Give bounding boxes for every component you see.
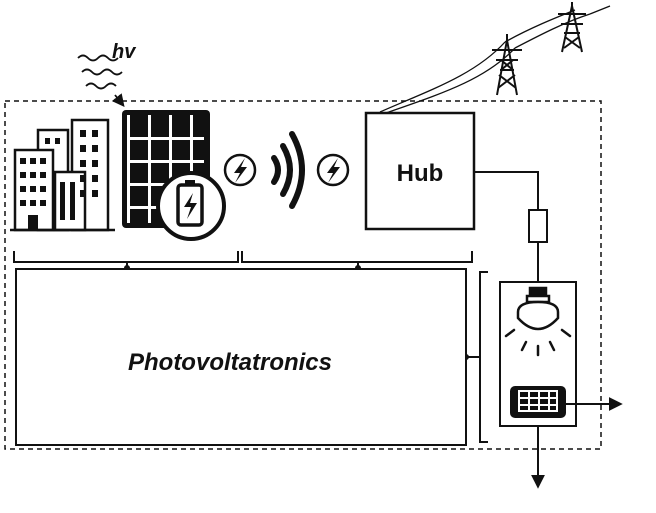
- hub-box: [364, 111, 476, 231]
- battery-charging-icon: [156, 171, 226, 241]
- power-transmission-tower-icon: [492, 34, 522, 96]
- light-rays: [504, 328, 572, 357]
- lightning-bolt-icon: [316, 153, 350, 187]
- power-transmission-tower-icon: [558, 2, 586, 53]
- component-brackets: [13, 251, 488, 443]
- photon-waves: [77, 54, 125, 107]
- city-buildings-icon: [10, 118, 115, 232]
- photovoltatronics-box: [15, 268, 467, 446]
- hub-label: Hub: [397, 160, 444, 187]
- city-windows: [20, 130, 98, 230]
- resistor-icon: [528, 209, 548, 243]
- wireless-signal-icon: [271, 131, 305, 209]
- light-bulb-icon: [516, 286, 560, 331]
- photon-label: hv: [112, 41, 137, 63]
- laptop-icon: [510, 386, 566, 418]
- lightning-bolt-icon: [223, 153, 257, 187]
- photovoltatronics-label: Photovoltatronics: [128, 349, 332, 376]
- power-lines: [379, 5, 611, 114]
- hub-connection-wire: [474, 171, 539, 210]
- system-boundary: [4, 100, 602, 450]
